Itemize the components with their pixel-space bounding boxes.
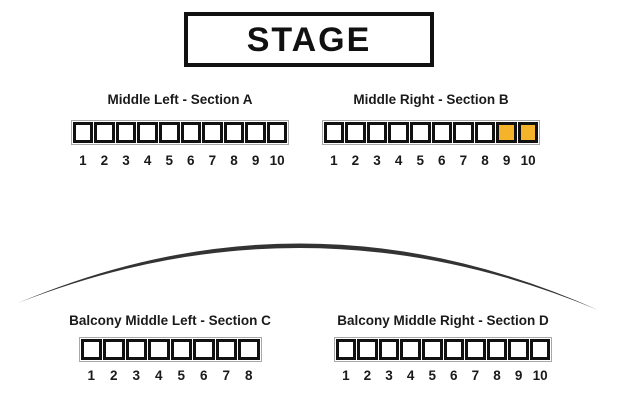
seat-b-9[interactable] [496, 122, 517, 143]
seat-number-b-4: 4 [394, 153, 403, 168]
seat-number-b-3: 3 [373, 153, 381, 168]
seat-number-d-10: 10 [532, 368, 548, 383]
seat-a-8[interactable] [223, 122, 245, 143]
seat-number-a-3: 3 [122, 153, 130, 168]
seat-row [333, 337, 553, 362]
section-label: Balcony Middle Right - Section D [337, 313, 549, 328]
seat-number-a-2: 2 [100, 153, 109, 168]
seat-number-a-9: 9 [251, 153, 260, 168]
seat-number-a-10: 10 [269, 153, 285, 168]
seat-number-d-8: 8 [493, 368, 501, 383]
seat-number-b-1: 1 [330, 153, 338, 168]
seat-number-d-5: 5 [428, 368, 436, 383]
seat-row [70, 120, 290, 145]
seat-c-5[interactable] [170, 339, 192, 360]
stage-label: STAGE [246, 20, 372, 59]
seat-d-1[interactable] [335, 339, 357, 360]
seat-number-c-4: 4 [154, 368, 163, 383]
section-label: Middle Right - Section B [353, 92, 509, 107]
seat-number-a-7: 7 [208, 153, 217, 168]
seat-number-d-2: 2 [363, 368, 372, 383]
seat-number-c-8: 8 [244, 368, 253, 383]
seat-row [78, 337, 262, 362]
seat-number-a-5: 5 [165, 153, 173, 168]
seat-row [321, 120, 541, 145]
seat-d-9[interactable] [508, 339, 529, 360]
section-label: Balcony Middle Left - Section C [69, 313, 271, 328]
seat-number-b-7: 7 [459, 153, 468, 168]
seat-d-7[interactable] [465, 339, 486, 360]
seat-number-c-5: 5 [177, 368, 185, 383]
seat-number-a-8: 8 [230, 153, 238, 168]
seat-b-6[interactable] [431, 122, 453, 143]
stage-box: STAGE [184, 12, 434, 67]
seat-b-2[interactable] [345, 122, 366, 143]
seat-c-2[interactable] [103, 339, 125, 360]
seat-b-8[interactable] [474, 122, 496, 143]
seat-b-5[interactable] [409, 122, 431, 143]
seat-a-10[interactable] [266, 122, 288, 143]
seat-number-d-3: 3 [385, 368, 393, 383]
seat-a-4[interactable] [137, 122, 158, 143]
seat-a-1[interactable] [72, 122, 94, 143]
seat-d-10[interactable] [529, 339, 551, 360]
seat-number-c-6: 6 [199, 368, 208, 383]
seat-number-d-9: 9 [514, 368, 523, 383]
seat-d-3[interactable] [378, 339, 400, 360]
seat-c-3[interactable] [125, 339, 147, 360]
seat-c-4[interactable] [148, 339, 170, 360]
seat-b-4[interactable] [388, 122, 409, 143]
seat-number-b-6: 6 [438, 153, 446, 168]
seat-number-c-3: 3 [132, 368, 140, 383]
seat-c-1[interactable] [80, 339, 102, 360]
seat-number-d-6: 6 [450, 368, 458, 383]
seat-c-7[interactable] [215, 339, 237, 360]
seat-a-9[interactable] [245, 122, 266, 143]
seat-number-a-4: 4 [143, 153, 152, 168]
seat-b-7[interactable] [453, 122, 474, 143]
seat-number-c-7: 7 [222, 368, 230, 383]
seat-a-5[interactable] [158, 122, 180, 143]
seat-number-b-8: 8 [481, 153, 489, 168]
seat-b-10[interactable] [517, 122, 539, 143]
seat-a-3[interactable] [115, 122, 137, 143]
seat-a-7[interactable] [202, 122, 223, 143]
seat-number-b-5: 5 [416, 153, 424, 168]
seat-number-d-4: 4 [406, 368, 415, 383]
seat-a-6[interactable] [180, 122, 202, 143]
seat-a-2[interactable] [94, 122, 115, 143]
seat-number-b-9: 9 [502, 153, 511, 168]
seat-d-8[interactable] [486, 339, 508, 360]
seat-d-6[interactable] [443, 339, 465, 360]
seat-number-a-6: 6 [187, 153, 195, 168]
seat-number-a-1: 1 [79, 153, 87, 168]
seat-c-6[interactable] [193, 339, 215, 360]
seat-d-4[interactable] [400, 339, 421, 360]
seat-number-b-10: 10 [520, 153, 536, 168]
seat-number-c-2: 2 [109, 368, 118, 383]
seat-number-c-1: 1 [87, 368, 95, 383]
seat-number-d-7: 7 [471, 368, 480, 383]
seat-number-d-1: 1 [342, 368, 350, 383]
section-label: Middle Left - Section A [107, 92, 253, 107]
seat-c-8[interactable] [238, 339, 260, 360]
seat-number-b-2: 2 [351, 153, 360, 168]
seat-b-3[interactable] [366, 122, 388, 143]
seat-d-5[interactable] [421, 339, 443, 360]
seat-d-2[interactable] [357, 339, 378, 360]
seat-b-1[interactable] [323, 122, 345, 143]
